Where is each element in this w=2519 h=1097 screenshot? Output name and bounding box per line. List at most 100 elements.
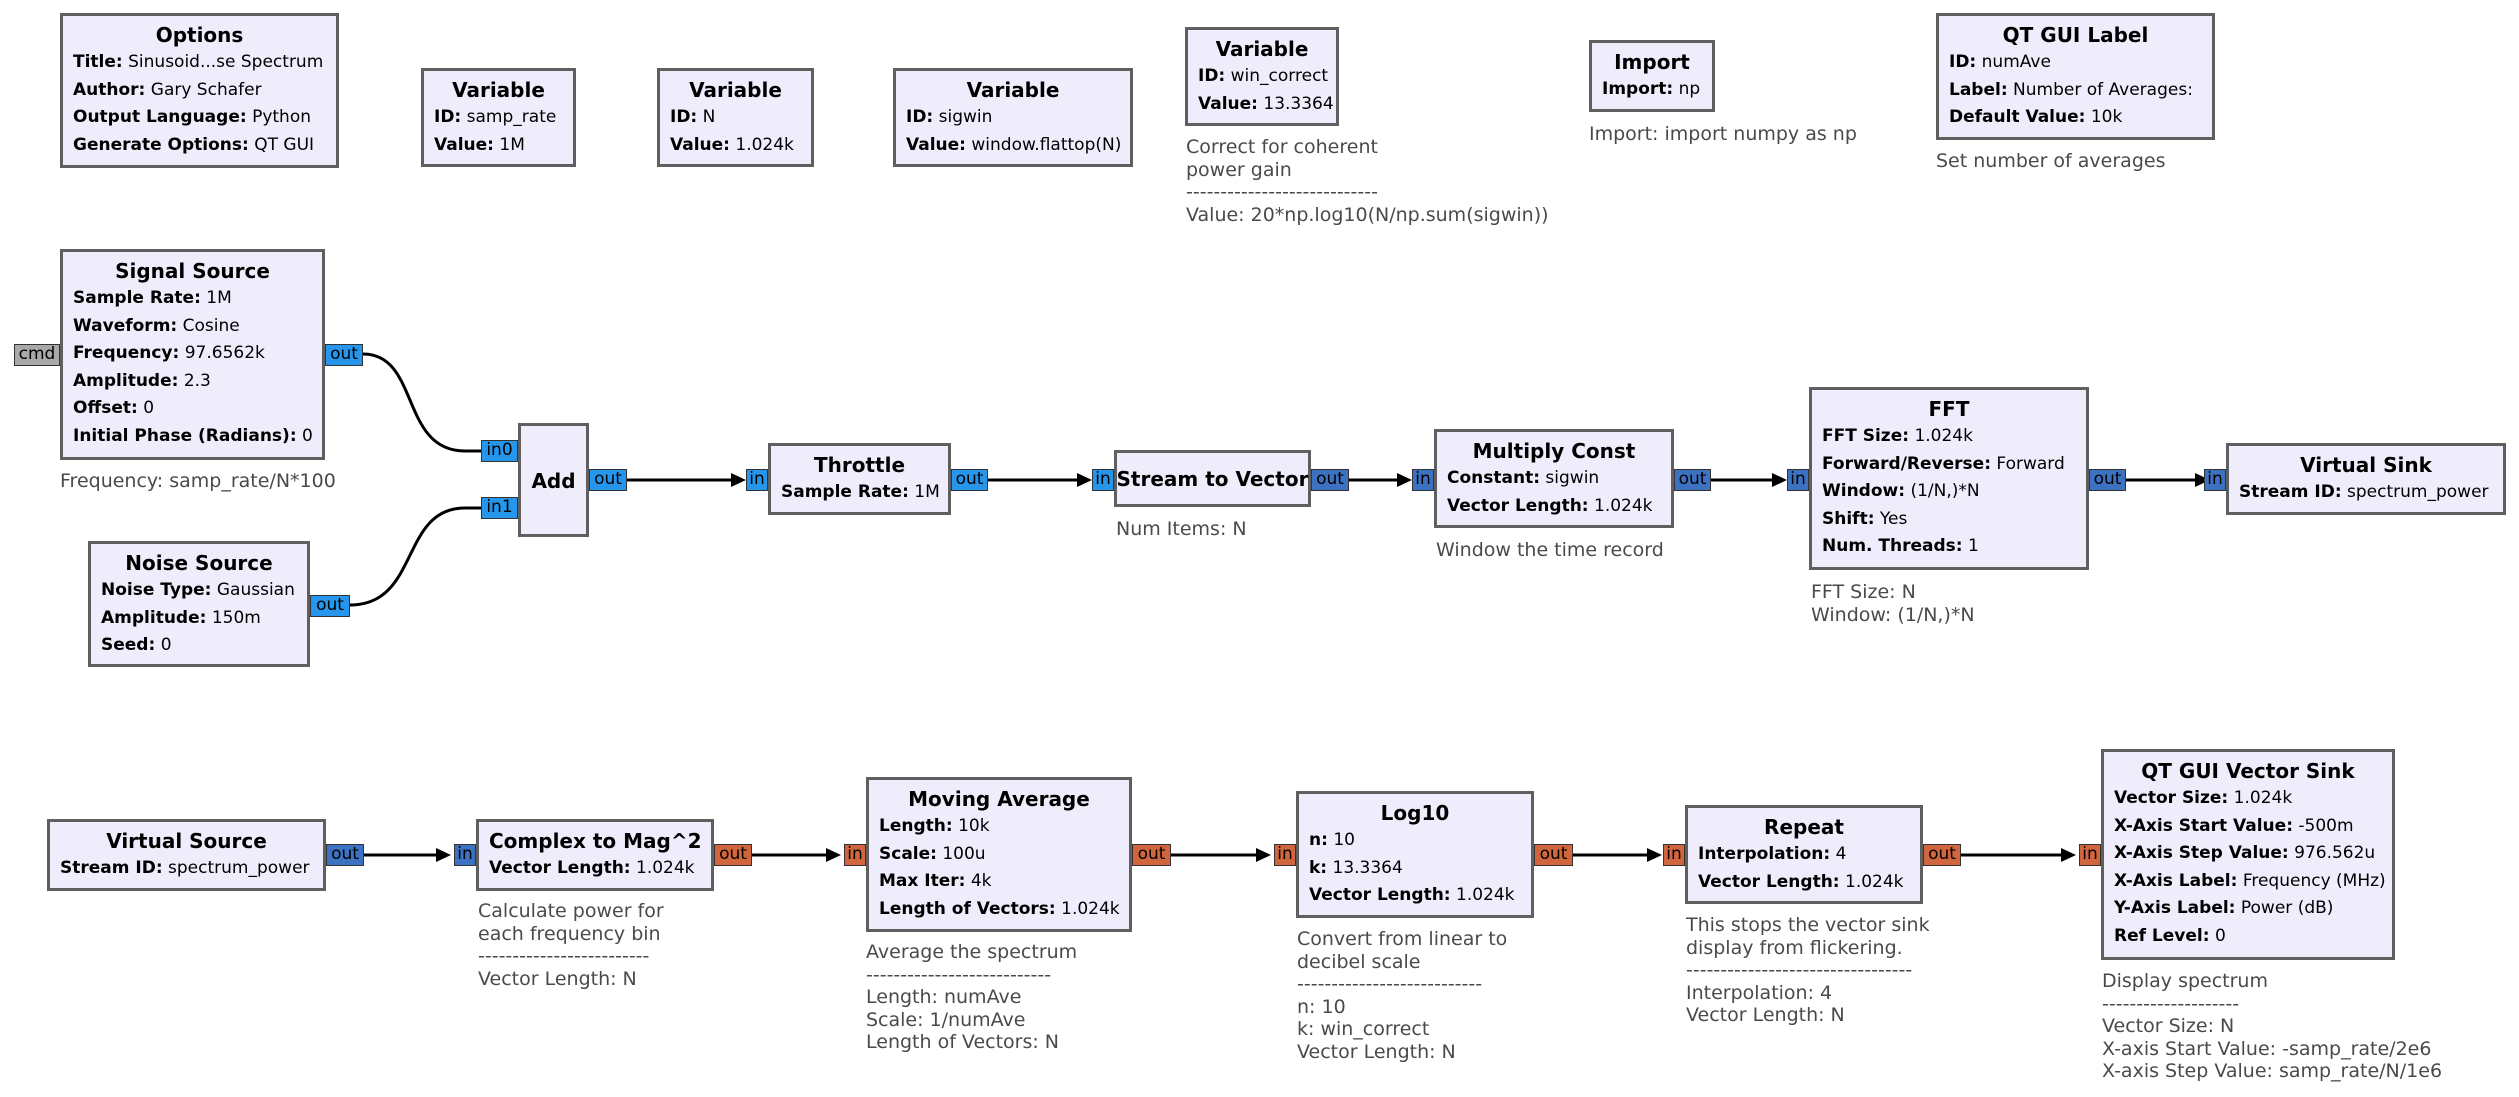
param-row: Initial Phase (Radians): 0 — [73, 425, 313, 446]
block-title: QT GUI Label — [2002, 23, 2149, 47]
port-out[interactable]: out — [1311, 469, 1349, 491]
param-row: Vector Length: 1.024k — [1447, 495, 1653, 516]
port-in[interactable]: in — [844, 844, 866, 866]
param-row: Window: (1/N,)*N — [1822, 481, 1980, 501]
multiply-const-block[interactable]: Multiply Const Constant: sigwin Vector L… — [1434, 429, 1674, 528]
param-row: Vector Size: 1.024k — [2114, 788, 2293, 808]
virtual-source-block[interactable]: Virtual Source Stream ID: spectrum_power — [47, 819, 326, 891]
param-row: Frequency: 97.6562k — [73, 343, 265, 363]
stream-to-vector-block[interactable]: Stream to Vector — [1114, 450, 1311, 507]
port-out[interactable]: out — [714, 844, 752, 866]
param-row: Seed: 0 — [101, 635, 172, 655]
param-row: X-Axis Step Value: 976.562u — [2114, 843, 2376, 863]
param-row: ID: sigwin — [906, 107, 993, 127]
param-row: Value: 13.3364 — [1198, 93, 1334, 114]
param-row: Vector Length: 1.024k — [489, 858, 695, 878]
qt-gui-vector-sink-block[interactable]: QT GUI Vector Sink Vector Size: 1.024k X… — [2101, 749, 2395, 960]
arrow-head — [1772, 473, 1787, 487]
block-comment: Display spectrum-------------------- Vec… — [2102, 970, 2443, 1082]
throttle-block[interactable]: Throttle Sample Rate: 1M — [768, 443, 951, 515]
param-row: Length of Vectors: 1.024k — [879, 898, 1120, 919]
port-out[interactable]: out — [325, 344, 363, 366]
arrow-head — [1647, 848, 1662, 862]
block-comment: Import: import numpy as np — [1589, 123, 1857, 145]
log10-block[interactable]: Log10 n: 10 k: 13.3364 Vector Length: 1.… — [1296, 791, 1534, 918]
block-title: Options — [155, 23, 244, 47]
param-row: Author: Gary Schafer — [73, 79, 262, 100]
wire-noise-to-add[interactable] — [349, 506, 481, 607]
param-row: n: 10 — [1309, 830, 1355, 850]
virtual-sink-block[interactable]: Virtual Sink Stream ID: spectrum_power — [2226, 443, 2506, 515]
param-row: Y-Axis Label: Power (dB) — [2114, 898, 2334, 918]
port-out[interactable]: out — [1923, 844, 1961, 866]
port-out[interactable]: out — [326, 844, 364, 866]
add-block[interactable]: Add — [518, 423, 589, 537]
variable-sigwin-block[interactable]: Variable ID: sigwin Value: window.flatto… — [893, 68, 1133, 167]
block-title: Complex to Mag^2 — [489, 829, 702, 853]
port-in[interactable]: in — [746, 469, 768, 491]
port-out[interactable]: out — [589, 469, 627, 491]
repeat-block[interactable]: Repeat Interpolation: 4 Vector Length: 1… — [1685, 805, 1923, 904]
param-row: Sample Rate: 1M — [781, 482, 940, 502]
port-in1[interactable]: in1 — [481, 497, 518, 519]
arrow-head — [436, 848, 451, 862]
port-in[interactable]: in — [1412, 469, 1434, 491]
param-row: Interpolation: 4 — [1698, 844, 1847, 864]
block-title: Import — [1614, 50, 1690, 74]
param-row: Max Iter: 4k — [879, 871, 992, 891]
port-in0[interactable]: in0 — [481, 440, 518, 462]
port-in[interactable]: in — [1274, 844, 1296, 866]
block-title: Variable — [966, 78, 1060, 102]
port-out[interactable]: out — [2089, 469, 2126, 491]
qt-gui-label-block[interactable]: QT GUI Label ID: numAve Label: Number of… — [1936, 13, 2215, 140]
param-row: Vector Length: 1.024k — [1698, 871, 1904, 892]
param-row: Default Value: 10k — [1949, 107, 2123, 127]
port-in[interactable]: in — [1092, 469, 1114, 491]
block-comment: Set number of averages — [1936, 150, 2166, 172]
block-title: Variable — [452, 78, 545, 102]
variable-n-block[interactable]: Variable ID: N Value: 1.024k — [657, 68, 814, 167]
param-row: Label: Number of Averages: — [1949, 79, 2193, 100]
port-out[interactable]: out — [1674, 469, 1711, 491]
variable-win-correct-block[interactable]: Variable ID: win_correct Value: 13.3364 — [1185, 27, 1339, 126]
arrow-head — [826, 848, 841, 862]
block-title: Noise Source — [125, 551, 273, 575]
moving-average-block[interactable]: Moving Average Length: 10k Scale: 100u M… — [866, 777, 1132, 932]
port-out[interactable]: out — [1534, 844, 1573, 866]
port-in[interactable]: in — [1663, 844, 1685, 866]
port-in[interactable]: in — [454, 844, 476, 866]
block-title: Variable — [689, 78, 782, 102]
fft-block[interactable]: FFT FFT Size: 1.024k Forward/Reverse: Fo… — [1809, 387, 2089, 570]
param-row: Shift: Yes — [1822, 508, 1908, 529]
port-in[interactable]: in — [2204, 469, 2226, 491]
param-row: Stream ID: spectrum_power — [60, 858, 310, 878]
import-block[interactable]: Import Import: np — [1589, 40, 1715, 112]
options-block[interactable]: Options Title: Sinusoid...se Spectrum Au… — [60, 13, 339, 168]
port-in[interactable]: in — [2079, 844, 2101, 866]
param-row: Stream ID: spectrum_power — [2239, 482, 2489, 502]
variable-samp-rate-block[interactable]: Variable ID: samp_rate Value: 1M — [421, 68, 576, 167]
port-out[interactable]: out — [1132, 844, 1171, 866]
port-out[interactable]: out — [310, 595, 350, 617]
complex-to-mag-block[interactable]: Complex to Mag^2 Vector Length: 1.024k — [476, 819, 714, 891]
param-row: Amplitude: 2.3 — [73, 370, 211, 391]
param-row: Vector Length: 1.024k — [1309, 885, 1515, 905]
block-title: Virtual Sink — [2300, 453, 2432, 477]
port-in[interactable]: in — [1787, 469, 1809, 491]
param-row: Constant: sigwin — [1447, 468, 1600, 488]
param-row: Length: 10k — [879, 816, 990, 836]
block-title: Moving Average — [908, 787, 1090, 811]
noise-source-block[interactable]: Noise Source Noise Type: Gaussian Amplit… — [88, 541, 310, 667]
signal-source-block[interactable]: Signal Source Sample Rate: 1M Waveform: … — [60, 249, 325, 460]
port-cmd[interactable]: cmd — [14, 344, 60, 366]
arrow-head — [1077, 473, 1092, 487]
wire-signal-to-add[interactable] — [362, 352, 481, 453]
block-comment: Frequency: samp_rate/N*100 — [60, 470, 336, 492]
port-out[interactable]: out — [951, 469, 988, 491]
block-title: Variable — [1215, 37, 1309, 61]
